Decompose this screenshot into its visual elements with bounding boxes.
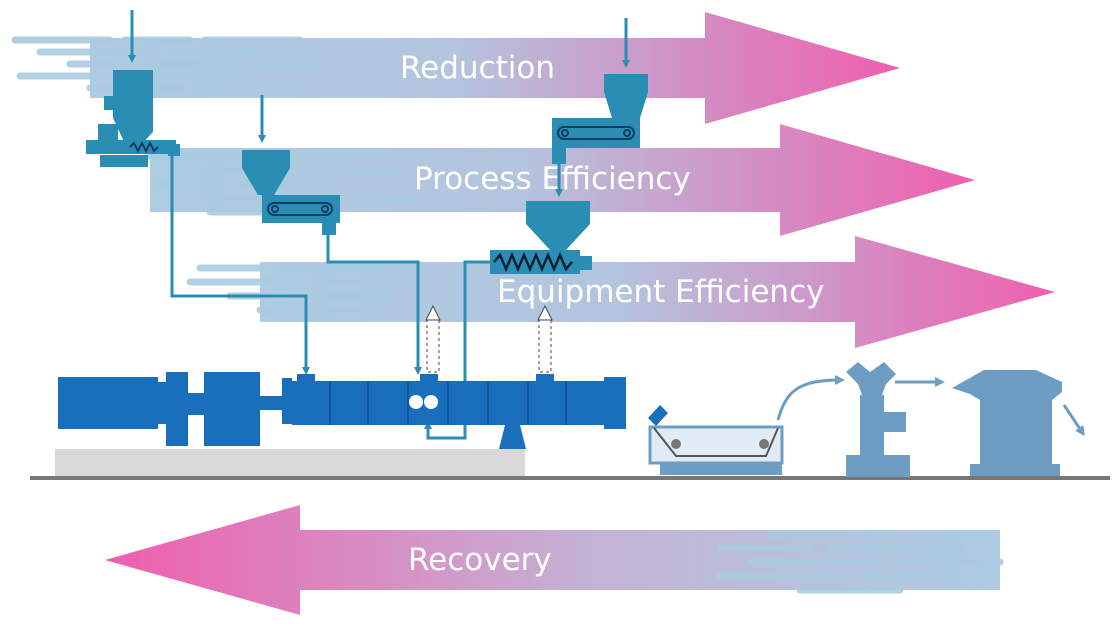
silo-icon — [952, 370, 1062, 476]
process-efficiency-label: Process Efficiency — [414, 161, 691, 197]
reduction-label: Reduction — [400, 50, 555, 86]
water-bath-icon — [648, 425, 784, 475]
stripes-top — [11, 36, 334, 92]
screw-icon — [129, 140, 159, 154]
hopper-icon — [604, 74, 648, 118]
twin-screw-icon — [409, 395, 423, 409]
belt-feeder-icon — [267, 202, 333, 216]
gearbox-icon — [204, 372, 260, 446]
hopper-icon — [113, 70, 153, 146]
machine-base — [55, 449, 525, 476]
motor-icon — [58, 377, 158, 429]
hopper-icon — [526, 201, 590, 250]
pelletizer-icon — [846, 362, 910, 477]
recovery-label: Recovery — [408, 542, 552, 578]
vent-arrow-icon — [537, 304, 553, 373]
floor-line — [30, 476, 1110, 480]
process-efficiency-arrow — [150, 124, 975, 236]
vent-arrow-icon — [425, 304, 441, 373]
strand-path — [776, 375, 1085, 437]
side-feeder — [490, 201, 592, 274]
screw-feeder-icon — [493, 251, 573, 273]
belt-feeder-icon — [557, 126, 635, 140]
stripes-recovery — [716, 530, 1004, 594]
equipment-efficiency-label: Equipment Efficiency — [497, 274, 824, 310]
screw-feeder-left — [86, 10, 180, 167]
feed-lines — [170, 150, 490, 440]
equipment-efficiency-arrow — [260, 236, 1055, 348]
extruder — [58, 372, 668, 449]
hopper-icon — [242, 150, 290, 195]
belt-feeder-middle — [242, 95, 340, 235]
belt-feeder-right — [552, 18, 648, 197]
